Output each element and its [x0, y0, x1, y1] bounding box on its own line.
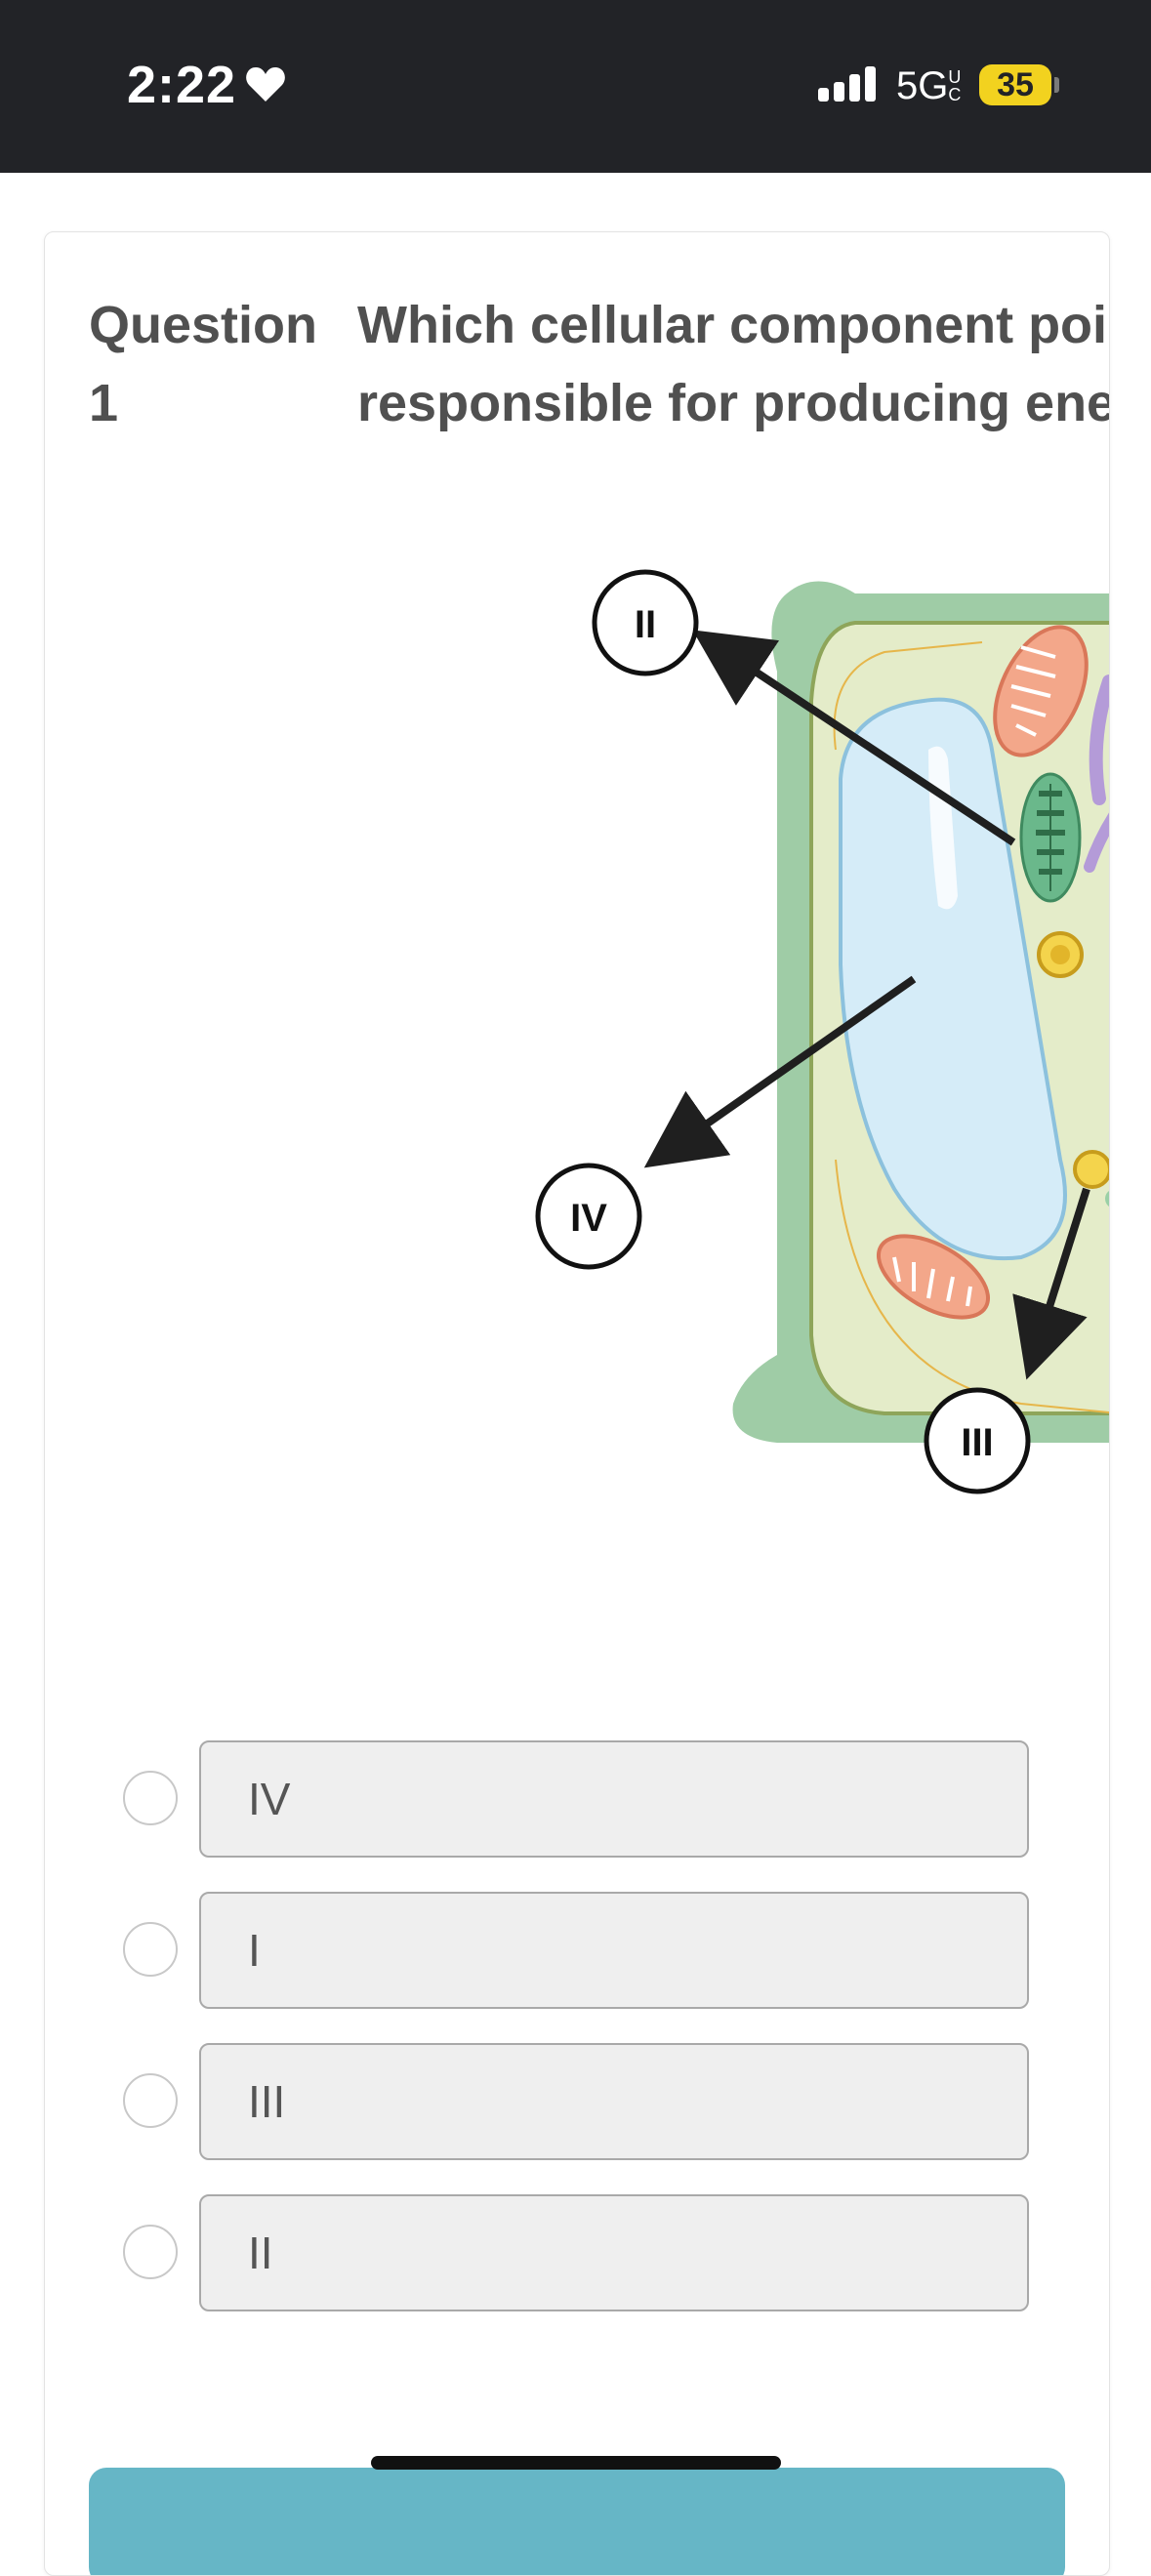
- arrow-iii: [1012, 1187, 1090, 1380]
- answer-option[interactable]: II: [123, 2194, 1060, 2313]
- label-iii-text: III: [961, 1421, 993, 1464]
- status-time: 2:22: [127, 56, 237, 114]
- label-ii: II: [592, 569, 699, 676]
- signal-strength-icon: [818, 66, 876, 102]
- radio-button[interactable]: [123, 1771, 178, 1825]
- golgi: [1089, 675, 1109, 805]
- option-label: I: [248, 1925, 261, 1976]
- answer-option[interactable]: III: [123, 2043, 1060, 2162]
- radio-button[interactable]: [123, 2225, 178, 2279]
- option-box[interactable]: III: [199, 2043, 1029, 2160]
- battery-level: 35: [997, 66, 1034, 103]
- question-text-line-2: responsible for producing ene: [357, 374, 1110, 432]
- question-card: Question 1 Which cellular component poi …: [44, 231, 1110, 2576]
- status-bar: 2:22 5GUC 35: [0, 0, 1151, 173]
- option-label: III: [248, 2076, 286, 2127]
- option-box[interactable]: II: [199, 2194, 1029, 2311]
- question-text: Which cellular component poi responsible…: [357, 286, 1110, 442]
- radio-button[interactable]: [123, 2073, 178, 2128]
- option-label: II: [248, 2228, 273, 2278]
- mitochondrion-bottom: [876, 1234, 991, 1320]
- mitochondrion-top: [993, 625, 1089, 757]
- home-indicator[interactable]: [371, 2456, 781, 2470]
- label-iv-text: IV: [570, 1197, 607, 1240]
- question-text-line-1: Which cellular component poi: [357, 296, 1108, 354]
- arrow-iv: [643, 975, 917, 1168]
- network-type: 5G: [896, 64, 949, 107]
- vacuole: [839, 697, 1067, 1261]
- plant-cell-diagram: II IV III: [535, 569, 1109, 1494]
- label-ii-text: II: [635, 603, 656, 646]
- option-label: IV: [248, 1774, 291, 1824]
- answer-option[interactable]: I: [123, 1892, 1060, 2011]
- battery-cap-icon: [1054, 77, 1059, 93]
- arrow-ii: [692, 630, 1016, 846]
- label-iv: IV: [535, 1163, 642, 1270]
- question-label: Question 1: [89, 296, 318, 432]
- battery-indicator: 35: [979, 64, 1051, 105]
- radio-button[interactable]: [123, 1922, 178, 1977]
- answer-option[interactable]: IV: [123, 1740, 1060, 1860]
- label-iii: III: [924, 1387, 1031, 1494]
- option-box[interactable]: IV: [199, 1740, 1029, 1858]
- chloroplast: [1019, 772, 1082, 903]
- network-suffix: UC: [948, 67, 962, 104]
- option-box[interactable]: I: [199, 1892, 1029, 2009]
- heart-icon: [246, 67, 285, 102]
- submit-button[interactable]: [89, 2468, 1065, 2575]
- vesicle-iii: [1073, 1150, 1109, 1189]
- network-label: 5GUC: [896, 64, 966, 108]
